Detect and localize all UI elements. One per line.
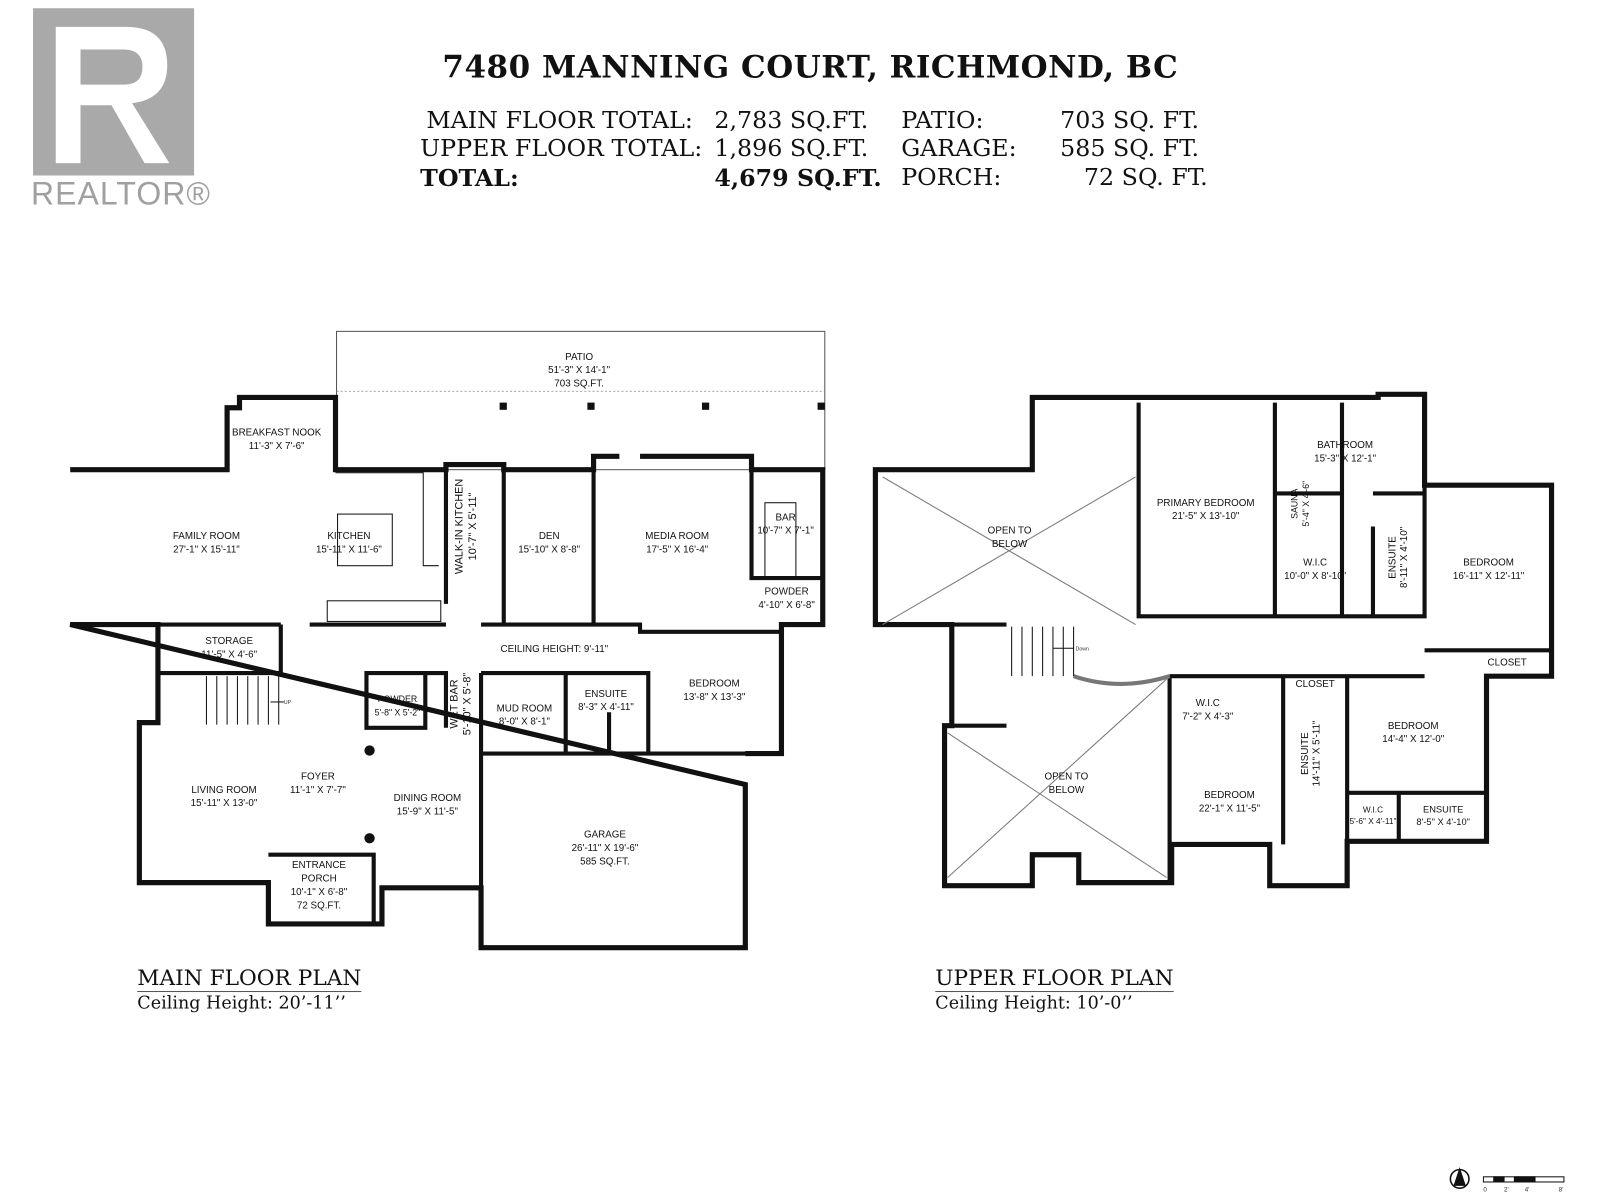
porch-value: 72 SQ. FT. [1083, 164, 1208, 191]
upper-floor-ceiling-height: Ceiling Height: 10’-0’’ [935, 993, 1133, 1014]
scale-tick: 4' [1525, 1186, 1530, 1193]
main-stairs [205, 676, 284, 725]
porch-label: PORCH: [901, 164, 1002, 191]
stair-left-wall [944, 622, 1007, 728]
upper-floor-exterior-wall [872, 391, 1555, 889]
main-floor-total-label: MAIN FLOOR TOTAL: [426, 107, 693, 135]
realtor-logo-text: REALTOR® [30, 175, 212, 212]
upper-floor-total-value: 1,896 SQ.FT. [714, 135, 869, 163]
total-value: 4,679 SQ.FT. [714, 164, 882, 193]
scale-ticks: 0 2' 4' 8' UP Down [284, 646, 1564, 1193]
kitchen-counters [326, 472, 797, 622]
garage-value: 585 SQ. FT. [1060, 135, 1200, 163]
upper-stairs [1011, 626, 1075, 677]
upper-floor-interior-walls [1072, 402, 1552, 883]
main-floor-plan-title: MAIN FLOOR PLAN [137, 965, 362, 993]
main-floor-total-value: 2,783 SQ.FT. [714, 107, 869, 135]
scale-tick: 8' [1559, 1186, 1564, 1193]
upper-floor-total-label: UPPER FLOOR TOTAL: [420, 135, 703, 163]
realtor-r-icon [55, 26, 170, 164]
realtor-logo [33, 8, 195, 176]
stairs-up-label: UP [284, 700, 292, 706]
open-to-below-2: OPEN TO BELOW [1044, 771, 1089, 796]
main-floor-ceiling-height: Ceiling Height: 20’-11’’ [137, 993, 346, 1014]
total-label: TOTAL: [420, 164, 519, 193]
room-closet-2: CLOSET [1295, 678, 1335, 691]
property-title: 7480 MANNING COURT, RICHMOND, BC [442, 49, 1179, 86]
upper-floor-plan-title: UPPER FLOOR PLAN [935, 965, 1174, 993]
scale-tick: 2' [1504, 1186, 1509, 1193]
patio-value: 703 SQ. FT. [1060, 107, 1200, 135]
open-to-below-cross [882, 476, 1167, 878]
garage-label: GARAGE: [901, 135, 1017, 163]
main-floor-interior-walls [157, 469, 823, 948]
hall-ceiling-height: CEILING HEIGHT: 9'-11" [500, 643, 609, 655]
stairs-down-label: Down [1076, 646, 1089, 652]
room-closet-1: CLOSET [1487, 657, 1527, 669]
scale-tick: 0 [1483, 1186, 1487, 1193]
patio-label: PATIO: [901, 107, 984, 135]
patio-posts [364, 402, 825, 844]
open-to-below-1: OPEN TO BELOW [987, 525, 1032, 551]
scale-bar [1482, 1176, 1565, 1183]
north-compass-icon [1449, 1167, 1470, 1189]
